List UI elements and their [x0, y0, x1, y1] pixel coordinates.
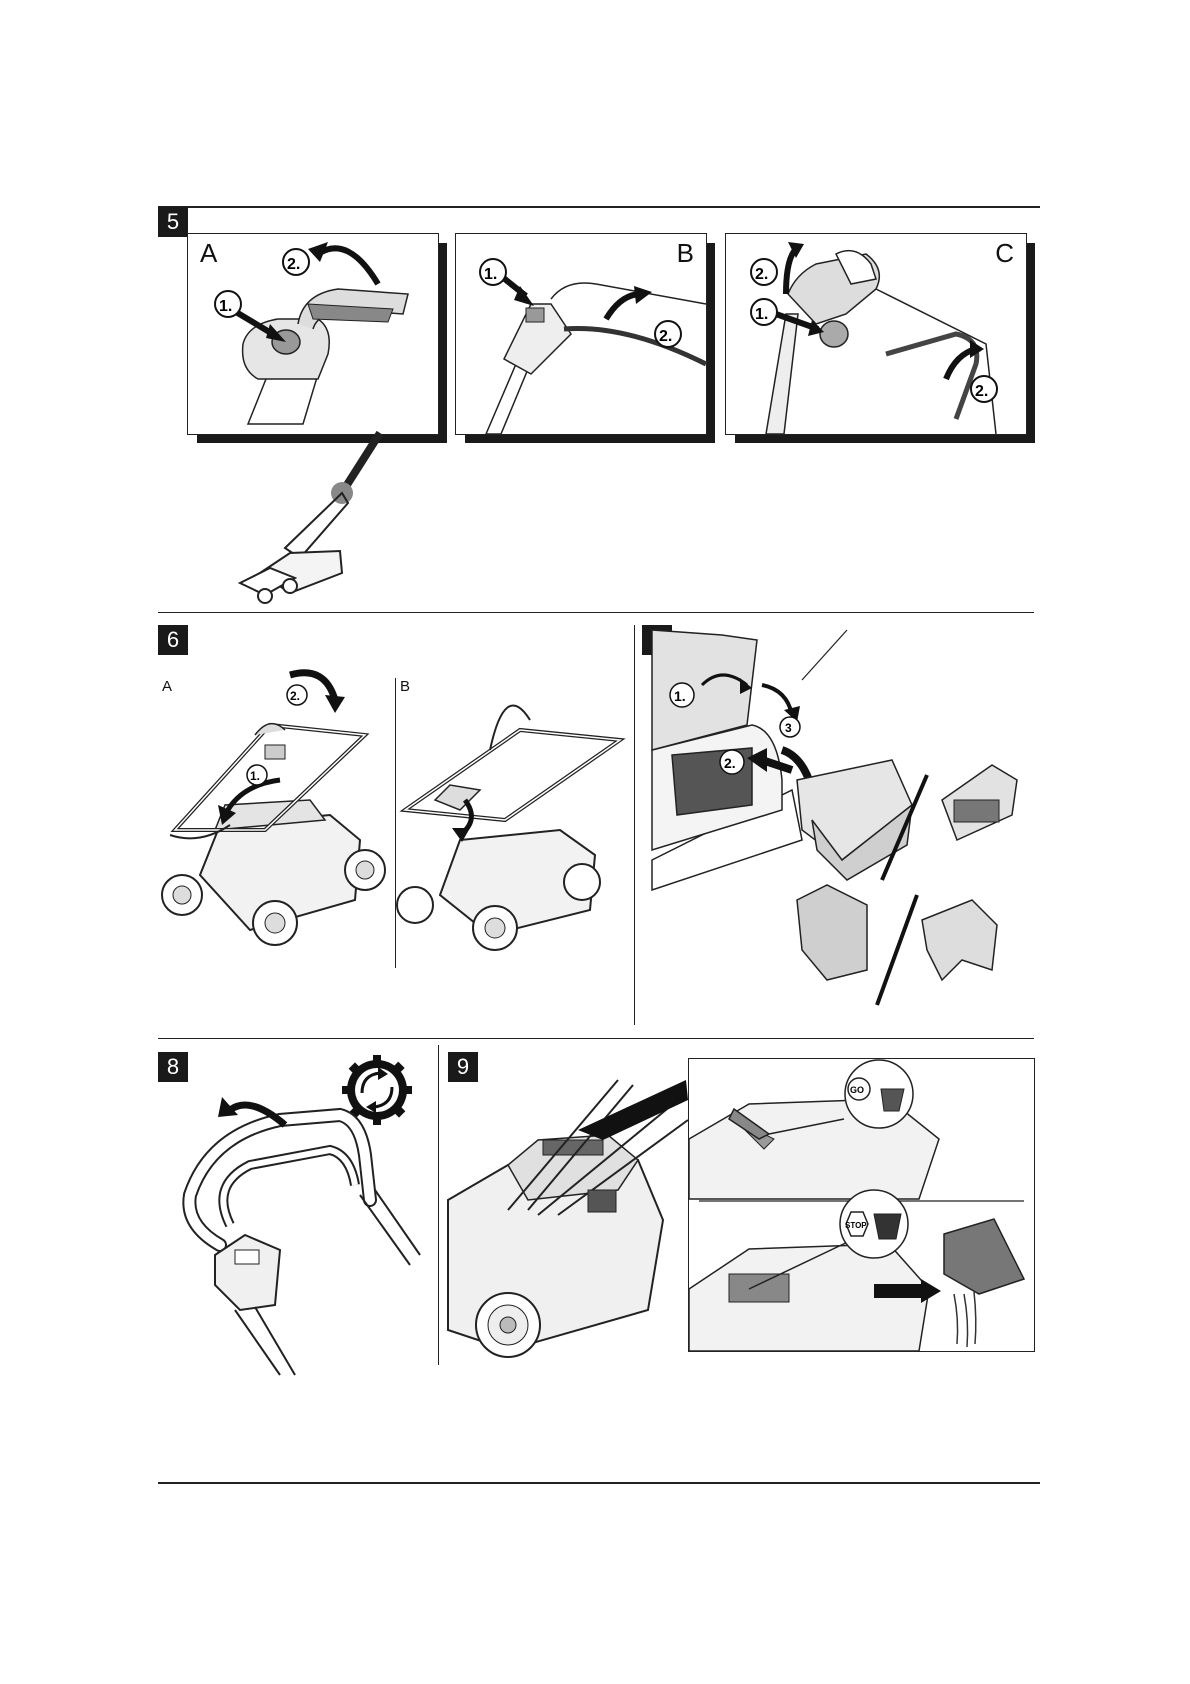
handle-adjust-illustration: [182, 1097, 421, 1376]
section-6-7-bottom-rule: [158, 1038, 1034, 1039]
section-6-divider: [395, 678, 396, 968]
panel-5c-letter: C: [995, 238, 1014, 268]
section-5-bottom-rule: [158, 612, 1034, 613]
go-label: GO: [850, 1085, 864, 1095]
step-5b-1: 1.: [484, 266, 497, 283]
panel-5b-letter: B: [676, 238, 694, 268]
panel-5a-illustration: 1. 2.: [214, 242, 409, 425]
section-8-badge: 8: [158, 1052, 188, 1082]
step-7-3: 3: [785, 721, 792, 735]
step-5c-2b: 2.: [975, 383, 988, 400]
section-8-divider: [438, 1045, 439, 1365]
panel-5a-letter: A: [200, 238, 218, 268]
operation-inset-illustration: GO STOP: [688, 1059, 1026, 1352]
panel-5c: C 2. 1. 2.: [725, 233, 1027, 435]
step-5a-1: 1.: [219, 298, 232, 315]
section-9-badge: 9: [448, 1052, 478, 1082]
section-5-badge: 5: [158, 207, 188, 237]
operation-inset: GO STOP: [688, 1058, 1035, 1352]
step-5c-1: 1.: [755, 306, 768, 323]
section-7-divider: [634, 625, 635, 1025]
step-7-2: 2.: [724, 755, 736, 771]
step-5a-2: 2.: [287, 256, 300, 273]
mower-overview-illustration: [237, 430, 384, 604]
mower-fold-b-illustration: [396, 704, 626, 951]
step-5b-2: 2.: [659, 328, 672, 345]
mower-side-illustration: [447, 1079, 689, 1358]
step-7-1: 1.: [674, 688, 686, 704]
panel-6b-letter: B: [400, 678, 411, 695]
step-6a-2: 2.: [290, 689, 300, 703]
mower-fold-a-illustration: 1. 2.: [161, 669, 386, 946]
stop-label: STOP: [845, 1221, 867, 1230]
grass-box-illustration: 1. 2. 3: [651, 629, 1018, 1006]
step-6a-1: 1.: [250, 769, 260, 783]
panel-6a-letter: A: [162, 678, 173, 695]
page-bottom-rule: [158, 1482, 1040, 1484]
section-6-badge: 6: [158, 625, 188, 655]
panel-5a: A 1. 2.: [187, 233, 439, 435]
panel-5b: B 1. 2.: [455, 233, 708, 435]
step-5c-2: 2.: [755, 266, 768, 283]
section-5-top-rule: [158, 206, 1040, 208]
panel-5b-illustration: 1. 2.: [479, 258, 708, 435]
panel-5c-illustration: 2. 1. 2.: [750, 242, 998, 435]
